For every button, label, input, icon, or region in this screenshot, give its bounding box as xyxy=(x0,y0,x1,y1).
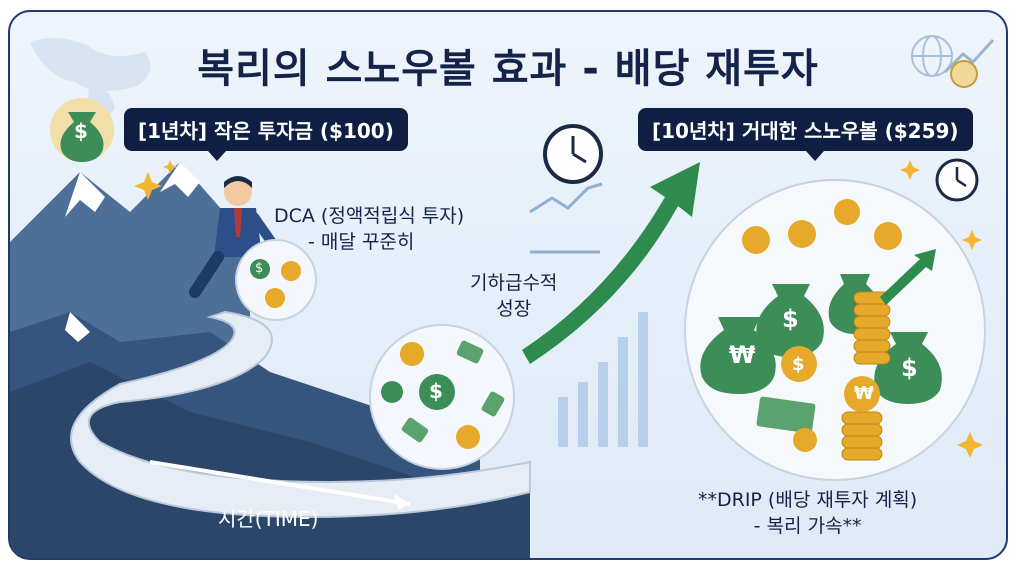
dca-line-2: - 매달 꾸준히 xyxy=(308,231,415,253)
growth-arrow-icon xyxy=(522,162,700,364)
badge-year-10: [10년차] 거대한 스노우볼 ($259) xyxy=(638,108,973,161)
corner-coin-icon xyxy=(950,60,978,88)
dollar-sign-icon: $ xyxy=(74,119,88,143)
growth-bars xyxy=(558,312,648,447)
small-chart-icon xyxy=(529,182,603,254)
dollar-coin-icon: $ xyxy=(255,261,264,276)
globe-icon xyxy=(911,35,953,77)
time-label: 시간(TIME) xyxy=(218,507,319,531)
dca-line-1: DCA (정액적립식 투자) xyxy=(274,205,465,227)
clock-icon xyxy=(543,124,603,184)
dollar-coin-icon-medium: $ xyxy=(429,379,443,403)
money-bag-icon xyxy=(50,98,114,162)
page-title: 복리의 스노우볼 효과 - 배당 재투자 xyxy=(197,46,819,92)
won-coin-icon: ₩ xyxy=(854,383,874,404)
drip-line-1: **DRIP (배당 재투자 계획) xyxy=(698,489,918,511)
badge-year-1: [1년차] 작은 투자금 ($100) xyxy=(124,108,408,161)
won-bag-icon: ₩ xyxy=(729,341,756,369)
time-arrow-icon xyxy=(149,460,411,510)
snow-path xyxy=(70,310,531,519)
drip-label: **DRIP (배당 재투자 계획) - 복리 가속** xyxy=(698,487,917,539)
dollar-bag-icon-right: $ xyxy=(901,354,918,382)
infographic-frame: 복리의 스노우볼 효과 - 배당 재투자 [1년차] 작은 투자금 ($100)… xyxy=(8,10,1008,560)
dollar-bag-icon: $ xyxy=(782,305,799,333)
dollar-coin-icon-gold: $ xyxy=(792,354,805,375)
medium-snowball xyxy=(369,324,515,470)
growth-label: 기하급수적 성장 xyxy=(470,270,557,322)
giant-snowball xyxy=(684,179,986,481)
clock-icon-small xyxy=(935,158,979,202)
small-snowball xyxy=(235,239,317,321)
drip-line-2: - 복리 가속** xyxy=(753,515,862,537)
coin-stack xyxy=(841,291,891,461)
growth-line-1: 기하급수적 xyxy=(470,272,558,294)
illustration-layer xyxy=(10,35,995,558)
growth-line-2: 성장 xyxy=(496,298,532,320)
mountain xyxy=(10,162,530,558)
dca-label: DCA (정액적립식 투자) - 매달 꾸준히 xyxy=(274,203,464,255)
